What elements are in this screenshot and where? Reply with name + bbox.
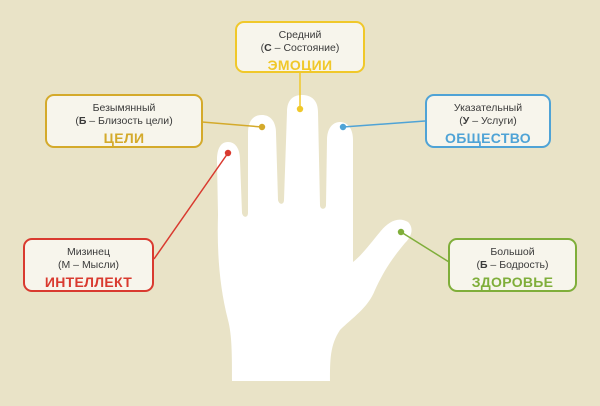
finger-mnemonic: (Б – Близость цели): [75, 115, 173, 127]
pinky-connector: [153, 152, 229, 260]
finger-name: Большой: [490, 246, 535, 258]
pinky-dot-icon: [224, 149, 232, 157]
hand-icon: [217, 95, 412, 381]
finger-mnemonic: (С – Состояние): [260, 42, 340, 54]
thumb-connector: [400, 231, 450, 263]
ring-finger-label: Безымянный (Б – Близость цели) ЦЕЛИ: [45, 94, 203, 148]
finger-name: Мизинец: [67, 246, 110, 258]
ring-dot-icon: [258, 123, 266, 131]
index-connector: [342, 120, 426, 128]
finger-name: Средний: [278, 29, 322, 41]
finger-name: Указательный: [453, 102, 523, 114]
middle-finger-label: Средний (С – Состояние) ЭМОЦИИ: [235, 21, 365, 73]
finger-category: ОБЩЕСТВО: [445, 130, 531, 146]
finger-mnemonic: (Б – Бодрость): [476, 259, 549, 271]
thumb-label: Большой (Б – Бодрость) ЗДОРОВЬЕ: [448, 238, 577, 292]
finger-mnemonic: (М – Мысли): [58, 259, 119, 271]
finger-mnemonic: (У – Услуги): [459, 115, 517, 127]
thumb-dot-icon: [397, 228, 405, 236]
index-dot-icon: [339, 123, 347, 131]
finger-category: ЭМОЦИИ: [267, 57, 333, 73]
pinky-finger-label: Мизинец (М – Мысли) ИНТЕЛЛЕКТ: [23, 238, 154, 292]
finger-category: ЗДОРОВЬЕ: [471, 274, 554, 290]
ring-connector: [201, 121, 263, 128]
finger-category: ИНТЕЛЛЕКТ: [44, 274, 133, 290]
finger-category: ЦЕЛИ: [103, 130, 145, 146]
middle-dot-icon: [296, 105, 304, 113]
finger-name: Безымянный: [92, 102, 156, 114]
index-finger-label: Указательный (У – Услуги) ОБЩЕСТВО: [425, 94, 551, 148]
